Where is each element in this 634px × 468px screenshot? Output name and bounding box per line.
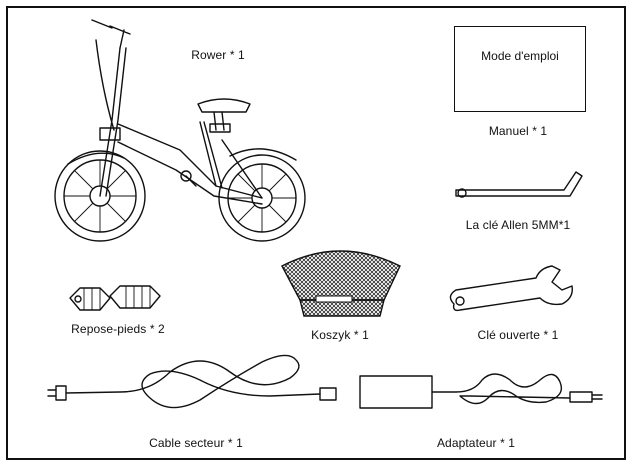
wrench-label: Clé ouverte * 1 bbox=[477, 328, 559, 342]
bike-label: Rower * 1 bbox=[191, 48, 245, 62]
cable-label: Cable secteur * 1 bbox=[149, 436, 243, 450]
manual-cover-title: Mode d'emploi bbox=[481, 49, 559, 63]
manual-cover: Mode d'emploi bbox=[454, 26, 586, 112]
footrest-label: Repose-pieds * 2 bbox=[71, 322, 165, 336]
basket-label: Koszyk * 1 bbox=[311, 328, 369, 342]
manual-label: Manuel * 1 bbox=[488, 124, 548, 138]
package-contents-frame bbox=[6, 6, 626, 460]
adapter-label: Adaptateur * 1 bbox=[436, 436, 516, 450]
allen-key-label: La clé Allen 5MM*1 bbox=[465, 218, 571, 232]
